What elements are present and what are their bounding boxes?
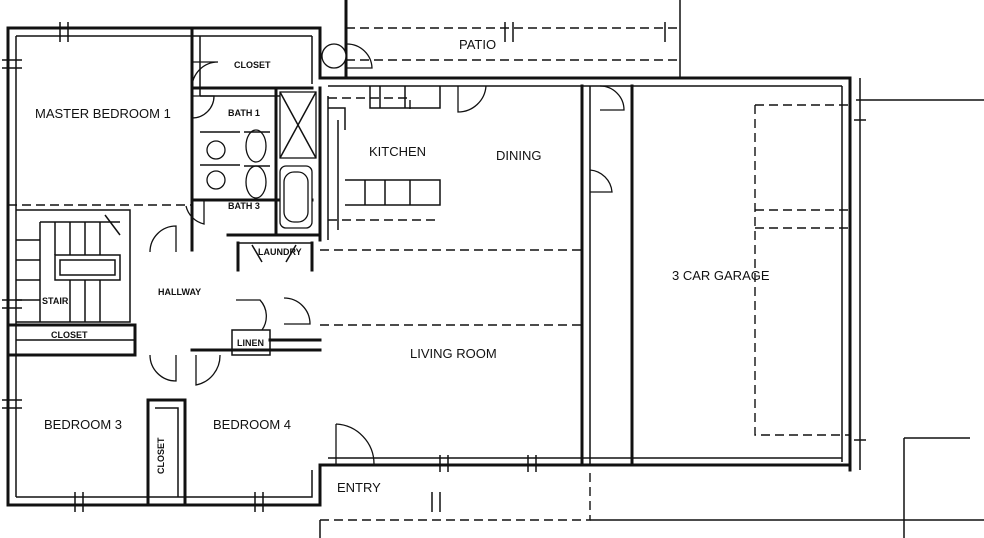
wall-ticks — [2, 22, 866, 512]
garage-label: 3 CAR GARAGE — [672, 268, 770, 283]
kitchen-label: KITCHEN — [369, 144, 427, 159]
garage-bays — [754, 104, 850, 436]
stair — [16, 209, 131, 323]
living-room-label: LIVING ROOM — [410, 346, 497, 361]
bath3-label: BATH 3 — [228, 201, 260, 211]
interior-walls-west — [6, 26, 322, 507]
laundry-label: LAUNDRY — [258, 247, 302, 257]
entry-label: ENTRY — [337, 480, 381, 495]
dining-label: DINING — [496, 148, 542, 163]
master-bedroom-label: MASTER BEDROOM 1 — [35, 106, 171, 121]
stair-label: STAIR — [42, 296, 69, 306]
bath-fixtures — [206, 91, 317, 229]
bedroom4-label: BEDROOM 4 — [213, 417, 292, 432]
bedroom-closet-label: CLOSET — [156, 437, 166, 474]
master-closet-label: CLOSET — [234, 60, 271, 70]
exterior-walls — [6, 0, 984, 538]
entry-outline — [320, 470, 591, 521]
interior-walls-central — [320, 84, 634, 467]
bath1-label: BATH 1 — [228, 108, 260, 118]
doors — [149, 43, 625, 465]
hall-closet-label: CLOSET — [51, 330, 88, 340]
bedroom3-label: BEDROOM 3 — [44, 417, 123, 432]
patio-label: PATIO — [459, 37, 497, 52]
hallway-label: HALLWAY — [158, 287, 202, 297]
linen-label: LINEN — [237, 338, 264, 348]
